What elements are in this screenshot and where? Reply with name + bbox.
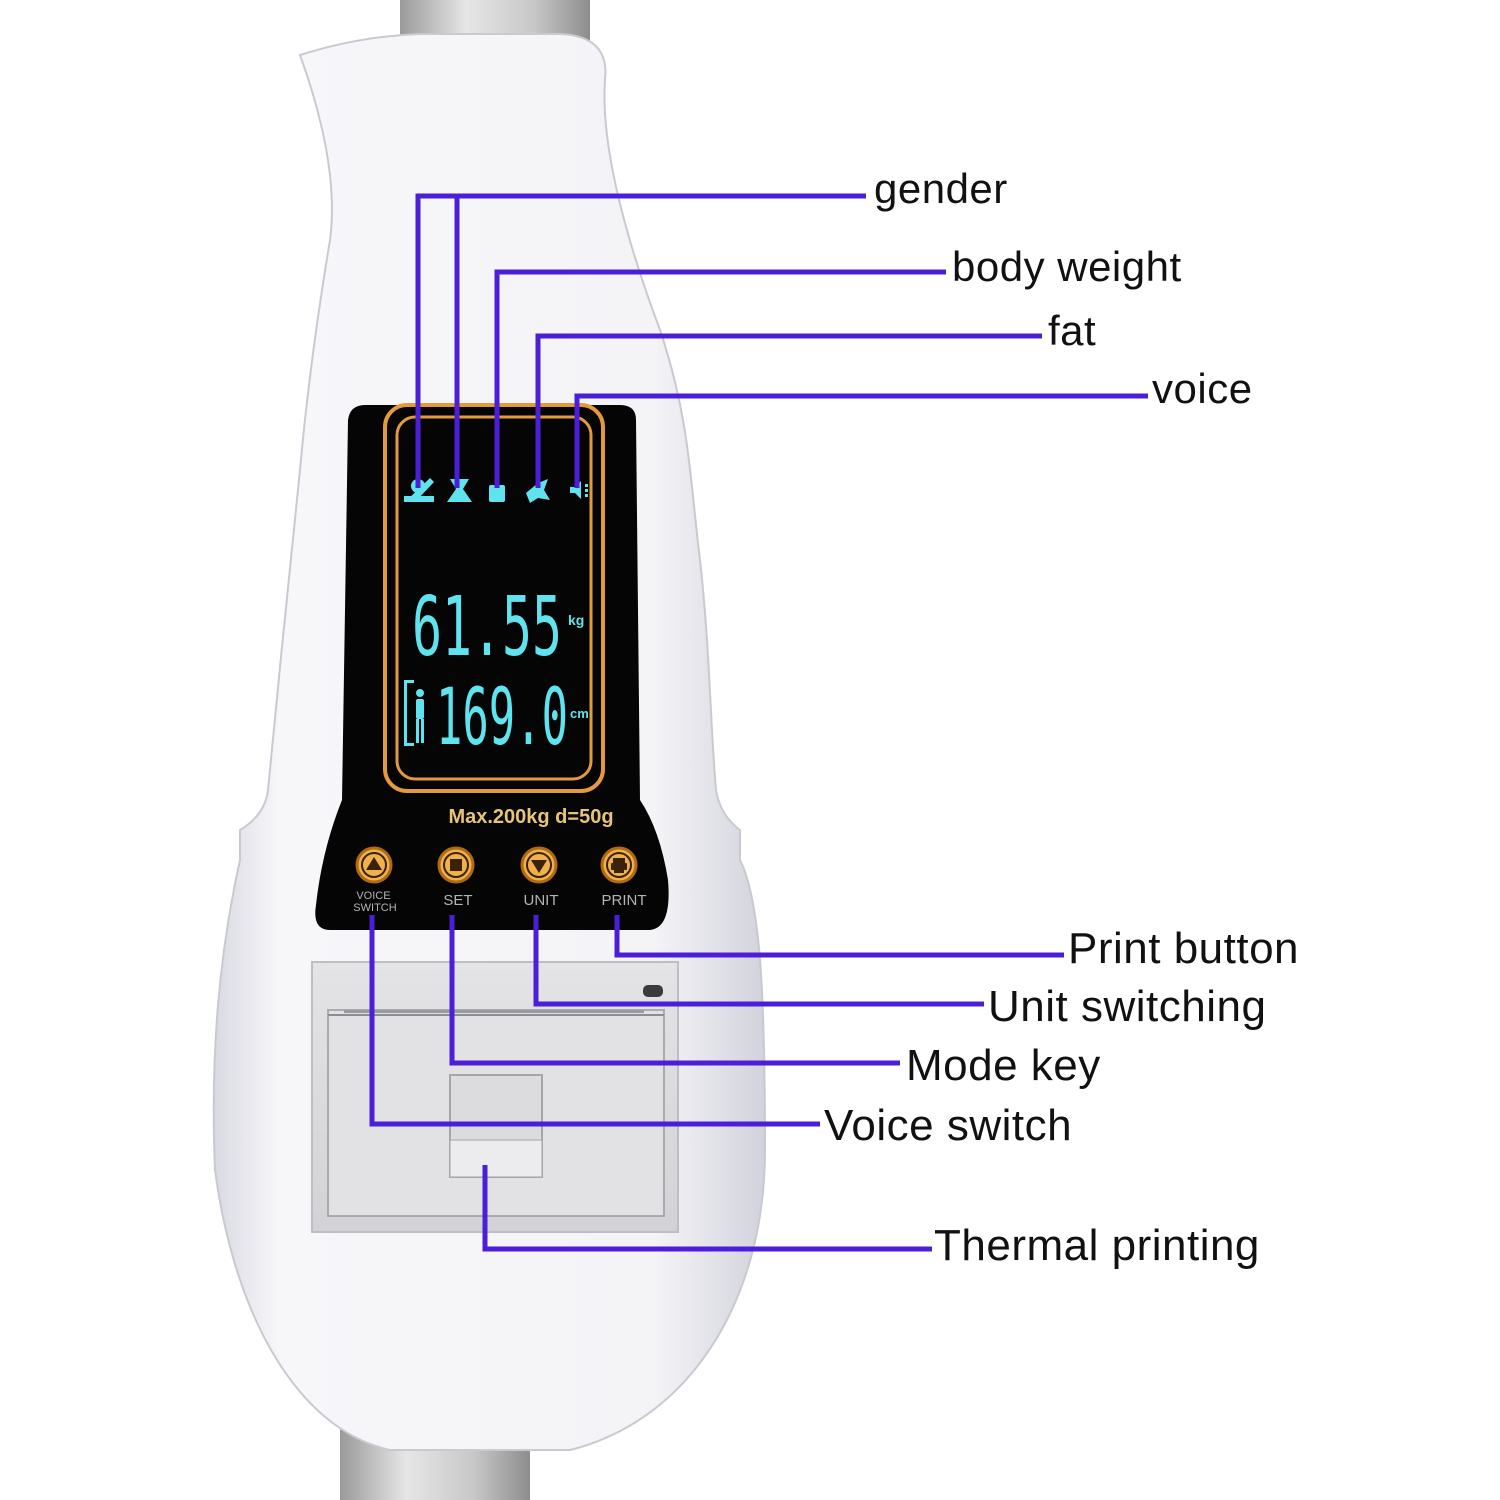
max-capacity-label: Max.200kg d=50g — [448, 806, 613, 828]
print-label: PRINT — [602, 892, 647, 909]
lcd-frame-inner — [395, 415, 593, 781]
leader-lines — [369, 193, 1148, 1252]
print-slot — [344, 1010, 644, 1013]
set-label: SET — [443, 892, 472, 909]
weight-reading: 61.55 — [412, 580, 562, 675]
triangle-up-icon — [366, 857, 382, 870]
callout-fat: fat — [1048, 307, 1097, 354]
callout-body-weight: body weight — [952, 243, 1182, 290]
lcd-frame-outer — [383, 403, 605, 793]
print-button[interactable] — [600, 846, 638, 884]
unit-button[interactable] — [520, 846, 558, 884]
triangle-down-icon — [531, 860, 547, 873]
set-button[interactable] — [437, 846, 475, 884]
height-unit: cm — [570, 706, 589, 721]
female-icon — [447, 479, 472, 502]
square-icon — [450, 859, 462, 871]
callout-unit-switching: Unit switching — [988, 982, 1267, 1031]
unit-label: UNIT — [524, 892, 559, 909]
voice-switch-button[interactable] — [355, 846, 393, 884]
voice-switch-label: VOICE SWITCH — [353, 890, 396, 914]
callout-gender: gender — [874, 165, 1008, 212]
height-person-icon — [404, 680, 424, 746]
callout-voice-switch: Voice switch — [824, 1101, 1073, 1150]
callout-print-button: Print button — [1068, 924, 1300, 973]
height-reading: 169.0 — [436, 673, 568, 763]
callout-thermal-printing: Thermal printing — [934, 1221, 1260, 1270]
callout-mode-key: Mode key — [906, 1041, 1101, 1090]
fat-icon — [526, 479, 550, 503]
weight-unit: kg — [568, 612, 584, 628]
printer-icon — [611, 858, 627, 873]
printer-status-led — [643, 985, 663, 997]
control-panel — [315, 405, 669, 930]
callout-voice: voice — [1152, 365, 1253, 412]
